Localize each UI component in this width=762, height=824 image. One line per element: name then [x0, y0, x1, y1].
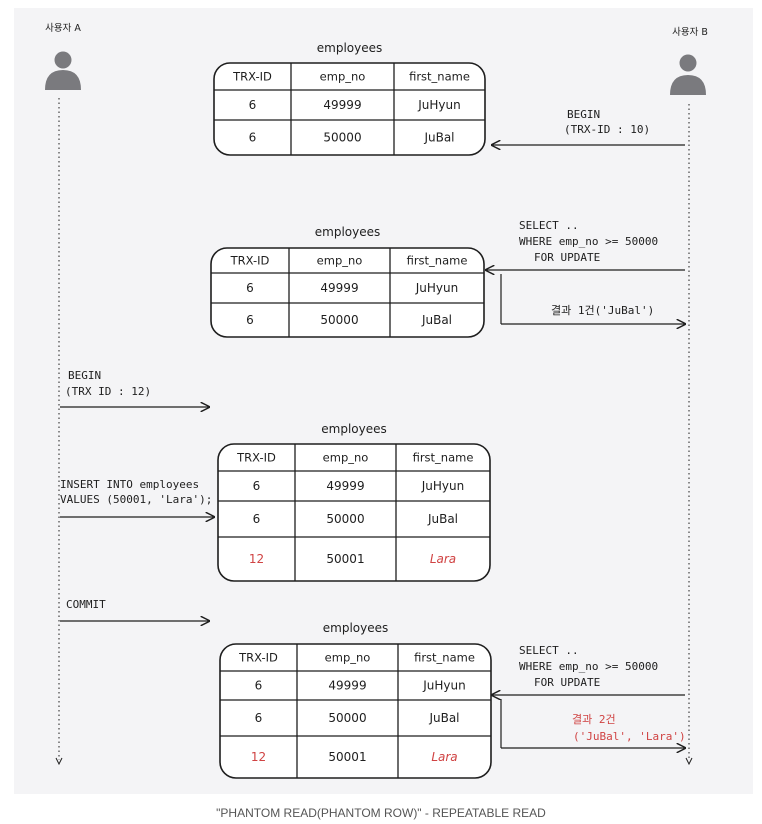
table-cell: JuBal — [423, 131, 454, 145]
table-cell: 6 — [249, 98, 257, 112]
table-title: employees — [323, 621, 388, 635]
a-insert-message: INSERT INTO employees VALUES (50001, 'La… — [60, 478, 214, 517]
table-header-cell: first_name — [414, 651, 475, 665]
table-cell: 12 — [251, 750, 266, 764]
table-cell: JuHyun — [421, 479, 464, 493]
table-frame — [219, 643, 492, 779]
table-cell: JuHyun — [422, 679, 465, 693]
table-header-cell: first_name — [407, 254, 468, 268]
table-cell: JuHyun — [417, 98, 460, 112]
table-cell: JuBal — [427, 512, 458, 526]
table-header-cell: emp_no — [317, 254, 363, 268]
user-b-avatar-icon — [670, 54, 706, 95]
table-cell: 49999 — [320, 281, 358, 295]
figure-caption: "PHANTOM READ(PHANTOM ROW)" - REPEATABLE… — [216, 806, 546, 820]
b-select2-line1: SELECT .. — [519, 644, 579, 657]
table-title: employees — [321, 422, 386, 436]
a-insert-line2: VALUES (50001, 'Lara'); — [60, 493, 212, 506]
table-cell: JuBal — [428, 711, 459, 725]
b-result2-line1: 결과 2건 — [572, 713, 616, 726]
b-select1-line3: FOR UPDATE — [534, 251, 600, 264]
table-cell: 50000 — [328, 711, 366, 725]
a-begin-line1: BEGIN — [68, 369, 101, 382]
b-result1: 결과 1건('JuBal') — [551, 304, 654, 317]
table-cell: 50000 — [323, 131, 361, 145]
table-frame — [217, 443, 491, 582]
b-select1-line1: SELECT .. — [519, 219, 579, 232]
b-begin-line1: BEGIN — [567, 108, 600, 121]
table-cell: 6 — [246, 281, 254, 295]
table-cell: 6 — [249, 131, 257, 145]
user-b: 사용자 B — [670, 27, 708, 766]
table-cell: 6 — [255, 679, 263, 693]
table-cell: 50001 — [328, 750, 366, 764]
a-begin-message: BEGIN (TRX ID : 12) — [60, 369, 209, 407]
table-header-cell: TRX-ID — [230, 254, 270, 268]
table-cell: JuHyun — [415, 281, 458, 295]
user-a-label: 사용자 A — [45, 23, 81, 34]
b-select2-message: SELECT .. WHERE emp_no >= 50000 FOR UPDA… — [492, 644, 686, 748]
table-cell: 6 — [253, 512, 261, 526]
table-header-cell: emp_no — [325, 651, 371, 665]
b-begin-message: BEGIN (TRX-ID : 10) — [492, 108, 685, 145]
user-b-label: 사용자 B — [672, 27, 708, 38]
table-cell: 49999 — [328, 679, 366, 693]
table-cell: 50000 — [326, 512, 364, 526]
b-select2-line3: FOR UPDATE — [534, 676, 600, 689]
b-select2-line2: WHERE emp_no >= 50000 — [519, 660, 658, 673]
table-cell: Lara — [431, 750, 457, 764]
table-header-cell: first_name — [413, 451, 474, 465]
table-cell: 12 — [249, 552, 264, 566]
a-insert-line1: INSERT INTO employees — [60, 478, 199, 491]
table-cell: 6 — [246, 313, 254, 327]
table-header-cell: TRX-ID — [238, 651, 278, 665]
b-begin-line2: (TRX-ID : 10) — [564, 123, 650, 136]
table-title: employees — [315, 225, 380, 239]
table-cell: Lara — [430, 552, 456, 566]
table-frame — [213, 62, 486, 156]
b-select1-line2: WHERE emp_no >= 50000 — [519, 235, 658, 248]
table-cell: 49999 — [323, 98, 361, 112]
table-cell: 6 — [255, 711, 263, 725]
table-header-cell: emp_no — [323, 451, 369, 465]
table-cell: 49999 — [326, 479, 364, 493]
b-select1-message: SELECT .. WHERE emp_no >= 50000 FOR UPDA… — [486, 219, 685, 324]
table-cell: 6 — [253, 479, 261, 493]
table-title: employees — [317, 41, 382, 55]
table-header-cell: emp_no — [320, 70, 366, 84]
user-a-lifeline-end — [55, 757, 63, 766]
b-result2-line2: ('JuBal', 'Lara') — [573, 730, 686, 743]
table-header-cell: TRX-ID — [232, 70, 272, 84]
table-cell: 50001 — [326, 552, 364, 566]
table-header-cell: TRX-ID — [236, 451, 276, 465]
a-commit-message: COMMIT — [60, 598, 209, 621]
table-cell: 50000 — [320, 313, 358, 327]
user-a-avatar-icon — [45, 51, 81, 90]
table-cell: JuBal — [421, 313, 452, 327]
user-a: 사용자 A — [45, 23, 81, 766]
table-frame — [210, 247, 485, 338]
user-b-lifeline-end — [685, 757, 693, 766]
a-begin-line2: (TRX ID : 12) — [65, 385, 151, 398]
table-header-cell: first_name — [409, 70, 470, 84]
a-commit-label: COMMIT — [66, 598, 106, 611]
